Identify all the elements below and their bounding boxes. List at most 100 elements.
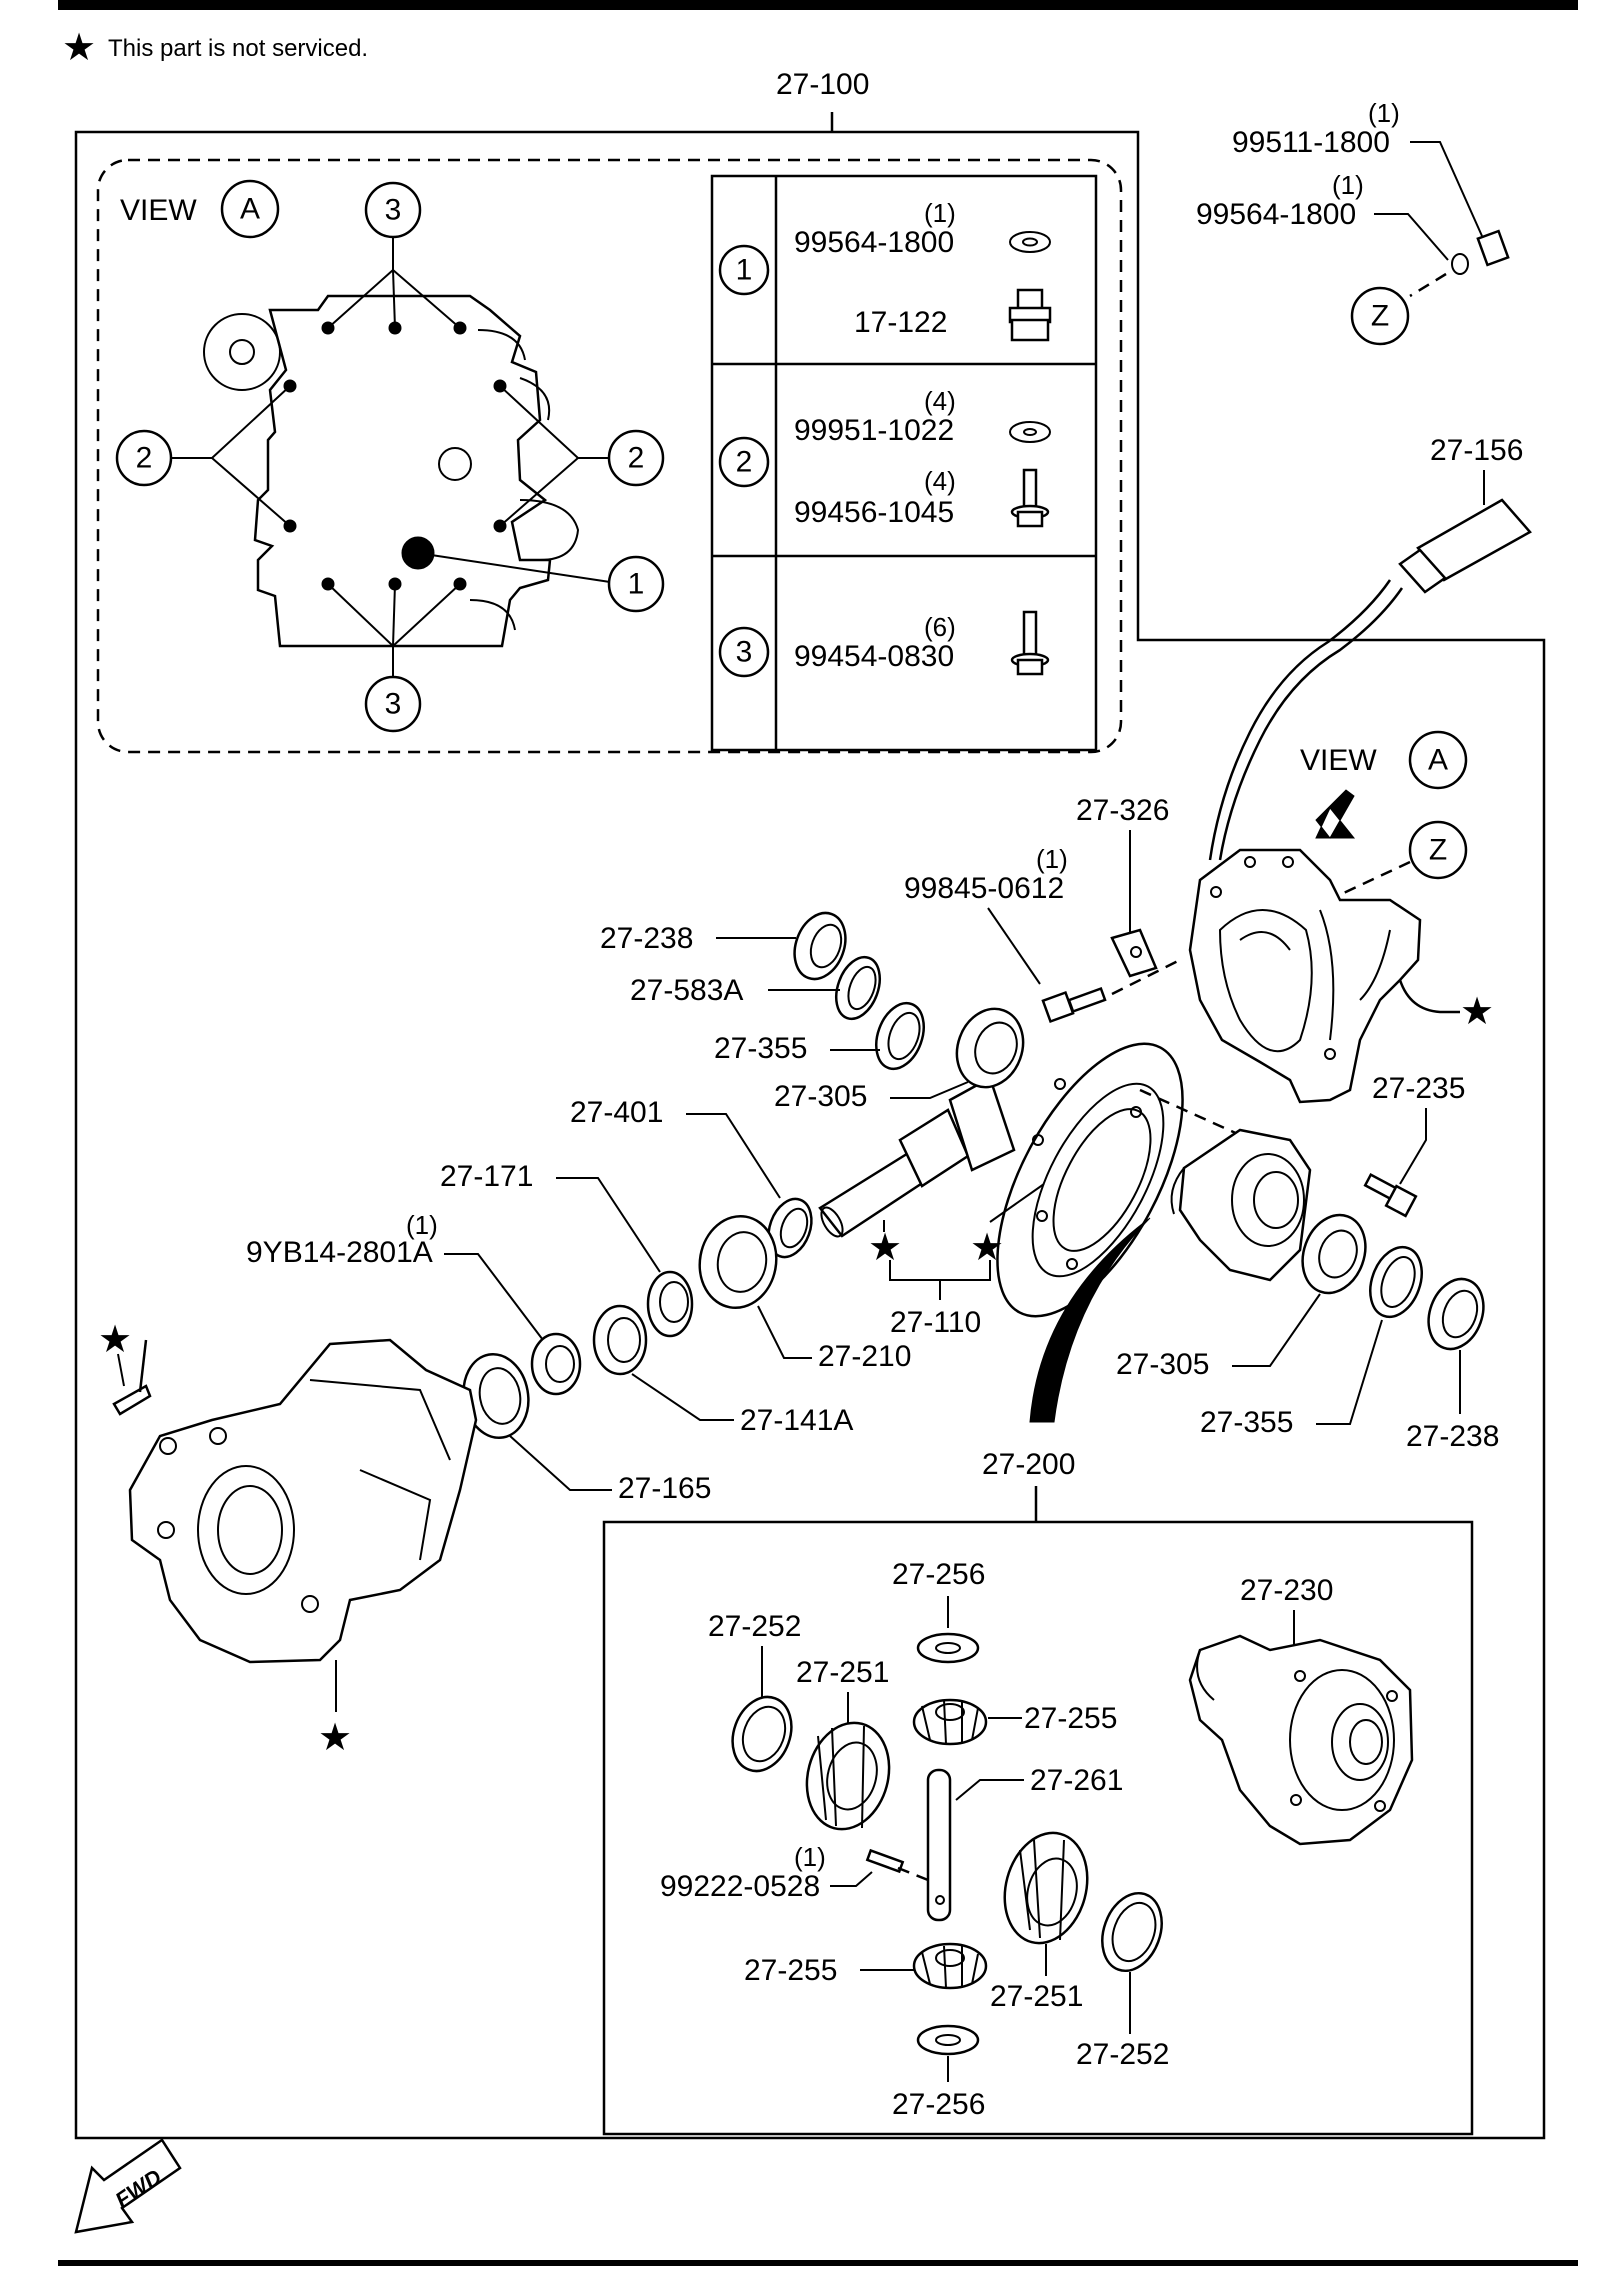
label-27-326[interactable]: 27-326: [1076, 794, 1169, 827]
label-27-251-b[interactable]: 27-251: [990, 1980, 1083, 2013]
callout-3-bottom[interactable]: [364, 675, 422, 733]
view-a-dashed-box: [96, 158, 1123, 754]
drain-part-b[interactable]: 99564-1800: [1196, 198, 1356, 231]
label-27-165[interactable]: 27-165: [618, 1472, 711, 1505]
fastener-table: [710, 174, 1098, 752]
row3-part-a[interactable]: 99454-0830: [794, 640, 954, 673]
ring-gear-star-icon: ★: [970, 1227, 1004, 1269]
callout-1-view[interactable]: [607, 555, 665, 613]
drive-pinion: [818, 1076, 1016, 1238]
view-a-callout-right[interactable]: [1408, 730, 1468, 790]
view-a-title: VIEW: [120, 194, 197, 227]
label-27-355-b[interactable]: 27-355: [1200, 1406, 1293, 1439]
label-27-255-a[interactable]: 27-255: [1024, 1702, 1117, 1735]
label-27-141a[interactable]: 27-141A: [740, 1404, 853, 1437]
label-27-252-a[interactable]: 27-252: [708, 1610, 801, 1643]
spacer-27-171: [646, 1270, 694, 1338]
row2-part-a[interactable]: 99951-1022: [794, 414, 954, 447]
view-z-callout-right[interactable]: [1408, 820, 1468, 880]
label-27-171[interactable]: 27-171: [440, 1160, 533, 1193]
side-gear-27-251-b: [1003, 1831, 1089, 1945]
label-27-261[interactable]: 27-261: [1030, 1764, 1123, 1797]
table-row3-num: 3: [736, 636, 753, 669]
view-a-letter-right: A: [1428, 744, 1448, 777]
assembly-label-27-100[interactable]: 27-100: [776, 68, 869, 101]
assembly-frame-27-100: [74, 130, 1546, 2140]
callout-3-top[interactable]: [364, 181, 422, 239]
callout-2-left-num: 2: [136, 442, 153, 475]
top-border: [58, 0, 1578, 10]
label-27-238-a[interactable]: 27-238: [600, 922, 693, 955]
qty-99845: (1): [1036, 844, 1068, 874]
drain-part-a[interactable]: 99511-1800: [1232, 126, 1390, 159]
row2-qty-b: (4): [924, 466, 956, 496]
label-27-305-b[interactable]: 27-305: [1116, 1348, 1209, 1381]
side-gear-27-251-a: [805, 1721, 891, 1831]
shim-27-355-a: [875, 1001, 925, 1071]
label-27-252-b[interactable]: 27-252: [1076, 2038, 1169, 2071]
label-27-255-b[interactable]: 27-255: [744, 1954, 837, 1987]
pinion-gear-27-255-b: [912, 1942, 988, 1990]
label-9yb14-2801a[interactable]: 9YB14-2801A: [246, 1236, 433, 1269]
label-27-256-a[interactable]: 27-256: [892, 1558, 985, 1591]
view-z-letter-right: Z: [1429, 834, 1447, 867]
table-row1-num: 1: [736, 254, 753, 287]
assembly-arrow-icon: [1029, 1217, 1151, 1423]
label-27-256-b[interactable]: 27-256: [892, 2088, 985, 2121]
fwd-arrow-icon: FWD: [74, 2138, 182, 2234]
label-27-230[interactable]: 27-230: [1240, 1574, 1333, 1607]
label-27-235[interactable]: 27-235: [1372, 1072, 1465, 1105]
table-row1-callout: [718, 244, 770, 296]
differential-assembly: [1170, 1128, 1312, 1282]
table-row2-num: 2: [736, 446, 753, 479]
washer-27-256-a: [916, 1632, 980, 1664]
bolt-99845: [1041, 986, 1107, 1024]
view-a-circle-icon: [220, 179, 280, 239]
drain-qty-a: (1): [1368, 98, 1400, 128]
qty-99222: (1): [794, 1842, 826, 1872]
shim-27-355-b: [1369, 1245, 1423, 1319]
housing-face-view: [203, 294, 580, 648]
label-27-210[interactable]: 27-210: [818, 1340, 911, 1373]
bearing-27-141a: [592, 1304, 648, 1376]
pinion-star-icon: ★: [868, 1227, 902, 1269]
flange-bolt-icon-2: [1010, 610, 1050, 676]
plug-icon: [1008, 288, 1052, 342]
flange-bolt-icon: [1010, 468, 1050, 528]
view-z-callout-top[interactable]: [1350, 286, 1410, 346]
row1-part-b[interactable]: 17-122: [854, 306, 947, 339]
rear-housing: [1188, 848, 1460, 1104]
qty-9yb14: (1): [406, 1210, 438, 1240]
label-27-110[interactable]: 27-110: [890, 1306, 981, 1339]
label-99845-0612[interactable]: 99845-0612: [904, 872, 1064, 905]
label-99222-0528[interactable]: 99222-0528: [660, 1870, 820, 1903]
label-27-200[interactable]: 27-200: [982, 1448, 1075, 1481]
bearing-9yb14: [530, 1332, 582, 1396]
label-27-583a[interactable]: 27-583A: [630, 974, 743, 1007]
label-27-251-a[interactable]: 27-251: [796, 1656, 889, 1689]
differential-case-27-230: [1188, 1634, 1414, 1846]
view-a-leaders: [172, 238, 611, 676]
row1-part-a[interactable]: 99564-1800: [794, 226, 954, 259]
bearing-27-210: [698, 1214, 778, 1310]
label-27-156[interactable]: 27-156: [1430, 434, 1523, 467]
callout-3-top-num: 3: [385, 194, 402, 227]
washer-icon: [1009, 231, 1051, 253]
bolt-27-235: [1363, 1173, 1418, 1218]
row2-part-b[interactable]: 99456-1045: [794, 496, 954, 529]
label-27-238-b[interactable]: 27-238: [1406, 1420, 1499, 1453]
label-27-305-a[interactable]: 27-305: [774, 1080, 867, 1113]
label-27-401[interactable]: 27-401: [570, 1096, 663, 1129]
callout-2-left[interactable]: [115, 429, 173, 487]
shim-27-583a: [835, 955, 881, 1021]
front-housing: [112, 1338, 478, 1664]
bottom-border: [58, 2260, 1578, 2266]
washer-27-252-a: [731, 1695, 793, 1773]
front-housing-star-top-icon: ★: [98, 1319, 132, 1361]
callout-2-right[interactable]: [607, 429, 665, 487]
view-a-letter: A: [240, 193, 260, 226]
pinion-gear-27-255-a: [912, 1698, 988, 1746]
legend-star-icon: ★: [62, 27, 96, 69]
label-27-355-a[interactable]: 27-355: [714, 1032, 807, 1065]
